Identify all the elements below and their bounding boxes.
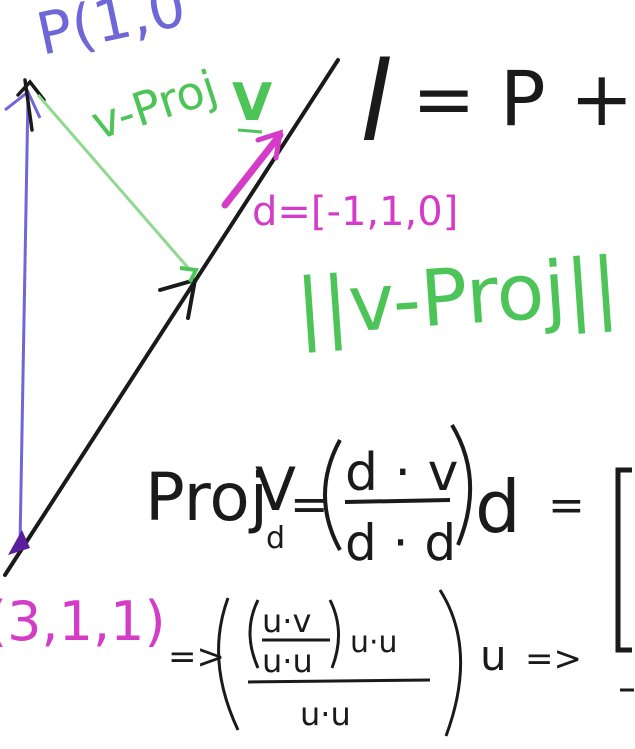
frac-top: d · v	[345, 443, 458, 503]
outer-right-paren	[438, 589, 463, 737]
label-line-eq: = P + t d	[412, 54, 635, 143]
matrix-bracket	[615, 467, 632, 653]
right-paren	[450, 423, 473, 546]
frac-bar	[344, 498, 451, 504]
frac2-bottom: u·u	[262, 642, 313, 680]
vector-v-proj	[36, 94, 192, 271]
line-l	[3, 58, 340, 577]
vector-d-arrowhead-icon	[255, 129, 284, 161]
label-d-after: d	[475, 465, 521, 549]
p-arrowhead-icon	[16, 78, 46, 132]
label-norm: ||v-Proj||	[293, 242, 621, 354]
outer-left-paren	[217, 597, 240, 731]
frac2-long-bar	[247, 678, 431, 684]
label-equals: =	[290, 477, 329, 531]
inner-left-paren	[248, 599, 260, 669]
label-proj-sub-d: d	[266, 521, 285, 556]
label-arrow2: =>	[525, 639, 582, 679]
label-arrow1: =>	[168, 637, 225, 677]
label-proj-v: V	[255, 455, 296, 525]
vector-v	[18, 94, 30, 546]
point-q-marker	[8, 530, 30, 555]
frac2-denom: u·u	[300, 695, 351, 733]
arrow-head-icon	[158, 278, 197, 320]
vector-d	[221, 131, 284, 209]
frac2-right: u·u	[350, 625, 398, 660]
inner-right-paren	[328, 599, 341, 669]
label-direction: d=[-1,1,0]	[252, 189, 458, 235]
label-u-after: u	[480, 631, 507, 680]
left-paren	[323, 439, 342, 551]
label-proj-lhs: Proj	[145, 459, 268, 536]
label-point-q: (3,1,1)	[0, 590, 166, 653]
label-equals2: =	[548, 480, 585, 531]
label-v-proj-v: V	[232, 73, 272, 133]
frac2-top: u·v	[262, 602, 311, 640]
frac-bottom: d · d	[345, 514, 456, 572]
green-underline	[237, 128, 263, 134]
proj-point-arrowhead-icon	[179, 266, 200, 283]
label-line-l: l	[360, 38, 391, 166]
